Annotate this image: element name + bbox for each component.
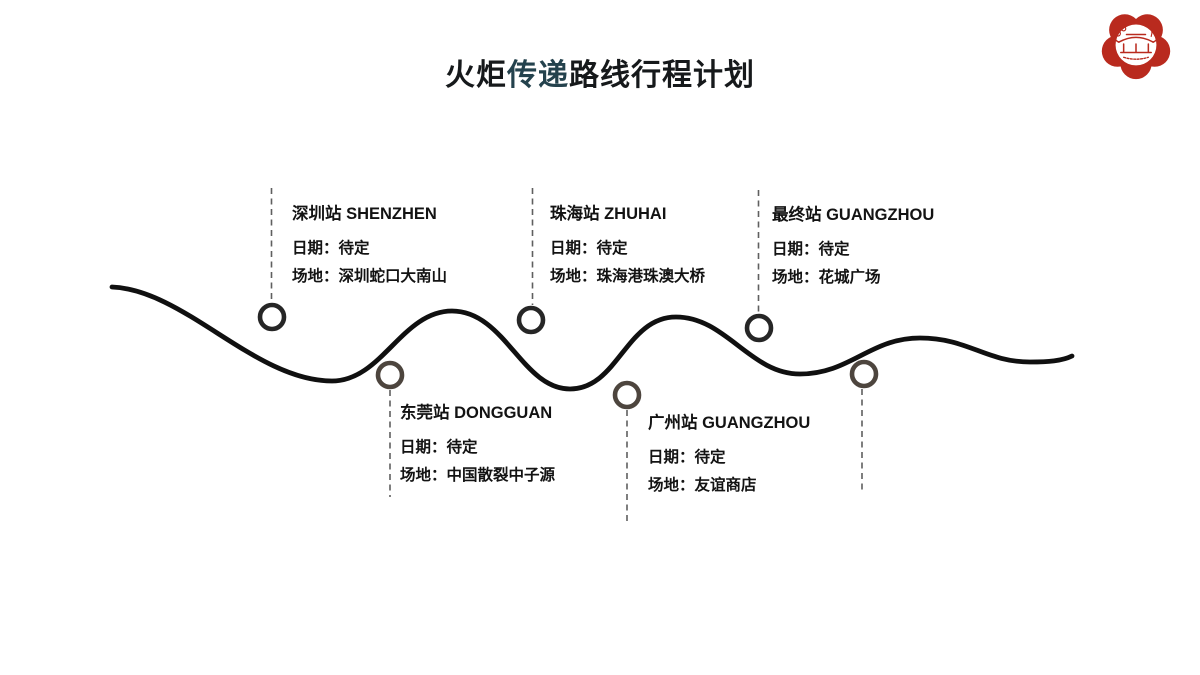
station-block-zhuhai: 珠海站 ZHUHAI 日期：待定 场地：珠海港珠澳大桥 — [550, 203, 705, 294]
station-date: 日期：待定 — [550, 240, 628, 257]
station-date: 日期：待定 — [292, 240, 370, 257]
station-name: 珠海站 ZHUHAI — [550, 205, 667, 223]
title-part-torch: 火炬 — [445, 59, 507, 92]
station-name: 东莞站 DONGGUAN — [400, 404, 553, 422]
station-venue: 场地：友谊商店 — [648, 477, 757, 494]
route-wave-line — [109, 284, 1075, 392]
station-name: 广州站 GUANGZHOU — [648, 414, 811, 432]
marker-zhuhai — [516, 305, 546, 335]
station-name: 最终站 GUANGZHOU — [772, 206, 935, 224]
marker-guangzhou — [612, 380, 642, 410]
station-venue: 场地：珠海港珠澳大桥 — [550, 268, 706, 285]
marker-extra — [849, 359, 879, 389]
logo-pavilion-drawing — [1113, 26, 1159, 60]
station-block-shenzhen: 深圳站 SHENZHEN 日期：待定 场地：深圳蛇口大南山 — [292, 203, 447, 294]
title-part-relay: 传递 — [507, 59, 569, 92]
marker-shenzhen — [257, 302, 287, 332]
station-venue: 场地：花城广场 — [772, 269, 881, 286]
station-block-guangzhou: 广州站 GUANGZHOU 日期：待定 场地：友谊商店 — [648, 412, 810, 503]
station-date: 日期：待定 — [400, 439, 478, 456]
marker-dongguan — [375, 360, 405, 390]
station-date: 日期：待定 — [648, 449, 726, 466]
station-block-final: 最终站 GUANGZHOU 日期：待定 场地：花城广场 — [772, 204, 934, 295]
station-block-dongguan: 东莞站 DONGGUAN 日期：待定 场地：中国散裂中子源 — [400, 402, 555, 493]
title-part-route-plan: 路线行程计划 — [569, 59, 755, 92]
slide-title: 火炬传递路线行程计划 — [0, 50, 1200, 94]
plum-blossom-logo-icon — [1101, 14, 1171, 80]
marker-final — [744, 313, 774, 343]
station-name: 深圳站 SHENZHEN — [292, 205, 437, 223]
station-venue: 场地：中国散裂中子源 — [400, 467, 556, 484]
station-date: 日期：待定 — [772, 241, 850, 258]
station-venue: 场地：深圳蛇口大南山 — [292, 268, 448, 285]
